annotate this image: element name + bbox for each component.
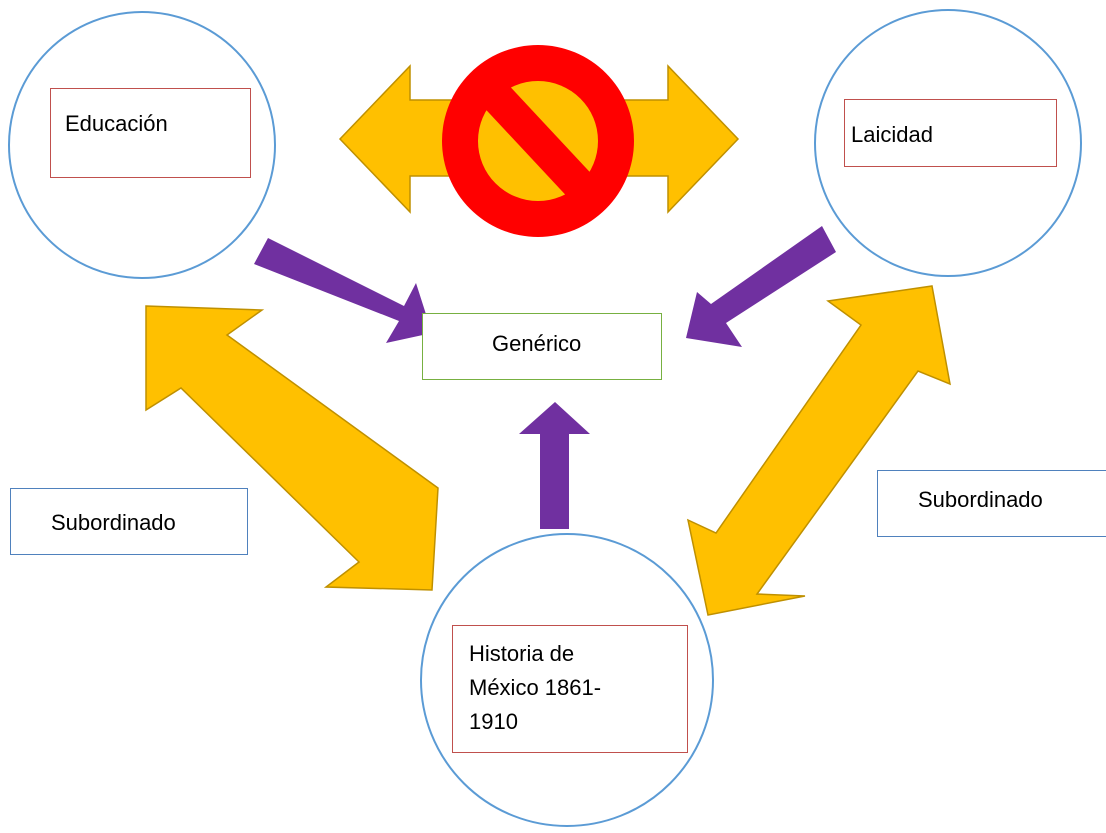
node-generico: Genérico — [422, 313, 662, 380]
arrow-educacion-to-generico — [254, 238, 432, 343]
node-historia-label-line3: 1910 — [469, 709, 518, 734]
prohibited-icon — [442, 45, 634, 237]
relation-label-left: Subordinado — [10, 488, 248, 555]
node-laicidad: Laicidad — [844, 99, 1057, 167]
node-educacion: Educación — [50, 88, 251, 178]
double-arrow-left — [145, 305, 439, 591]
arrow-historia-to-generico — [519, 402, 590, 529]
relation-label-right-text: Subordinado — [918, 487, 1043, 512]
node-historia: Historia de México 1861- 1910 — [452, 625, 688, 753]
node-educacion-label: Educación — [65, 111, 168, 136]
double-arrow-right — [686, 285, 951, 616]
arrow-laicidad-to-generico — [686, 226, 836, 347]
node-historia-label-line1: Historia de — [469, 641, 575, 666]
node-historia-label-line2: México 1861- — [469, 675, 602, 700]
node-generico-label: Genérico — [492, 331, 582, 356]
relation-label-left-text: Subordinado — [51, 510, 176, 535]
relation-label-right: Subordinado — [877, 470, 1106, 537]
node-laicidad-label: Laicidad — [851, 122, 933, 147]
